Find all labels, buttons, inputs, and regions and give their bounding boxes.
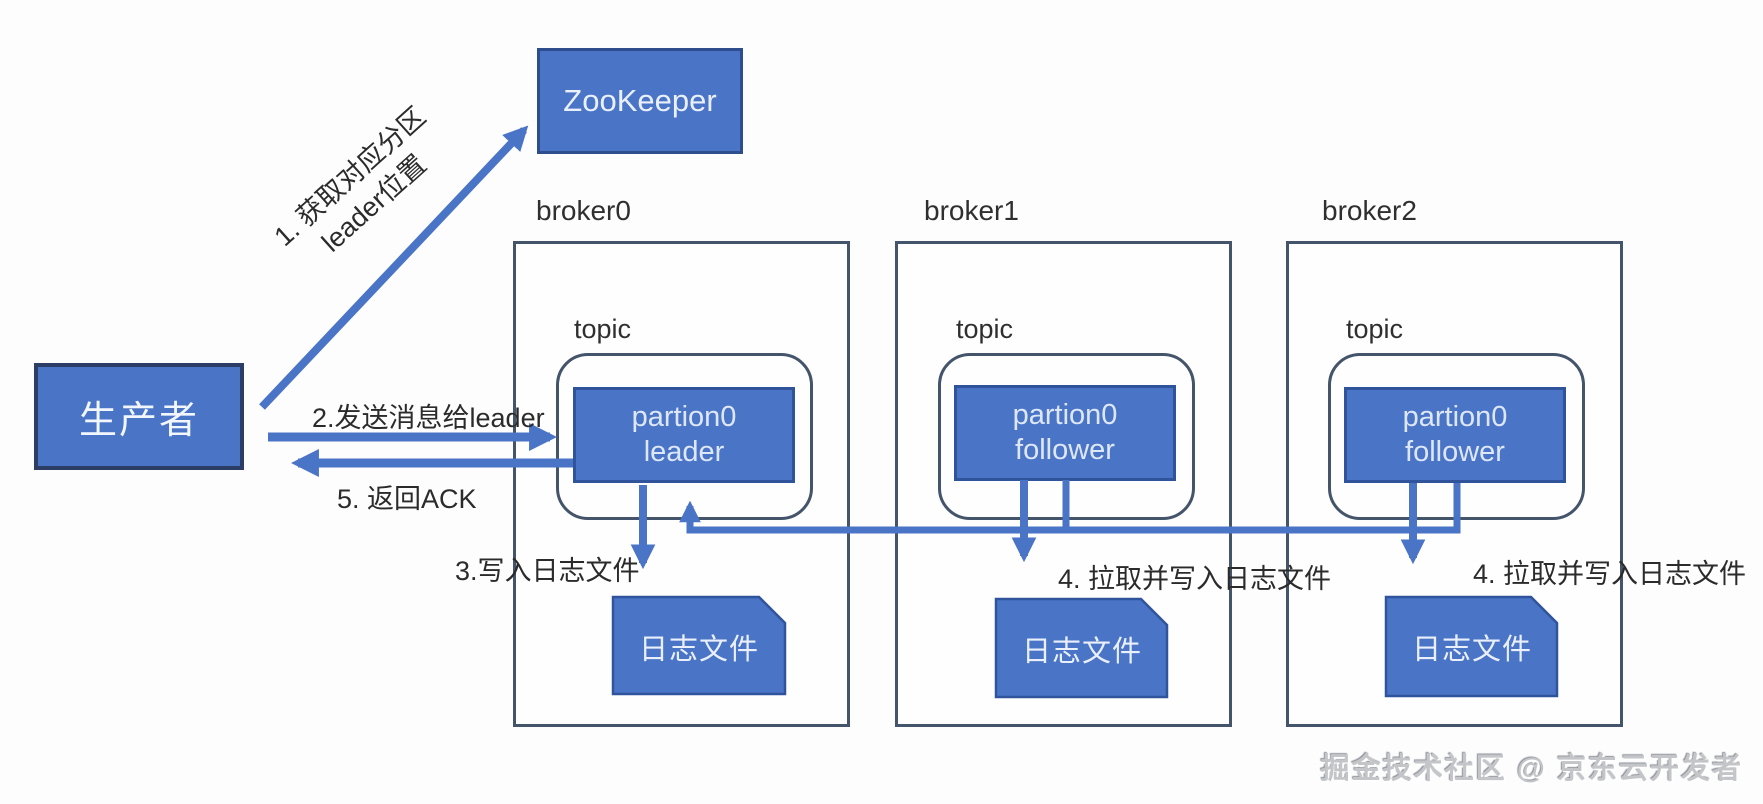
partition-line2: follower bbox=[1015, 434, 1115, 466]
step3-annotation: 3.写入日志文件 bbox=[455, 556, 640, 586]
partition-line1: partion0 bbox=[1402, 401, 1508, 434]
step1-annotation: 1. 获取对应分区 leader位置 bbox=[226, 63, 497, 317]
watermark: 掘金技术社区 @ 京东云开发者 bbox=[1320, 753, 1743, 785]
broker0-partition-leader-node: partion0 leader bbox=[573, 387, 795, 483]
step1-line2: leader位置 bbox=[316, 149, 433, 258]
broker1-topic-label: topic bbox=[956, 314, 1014, 344]
partition-line2: leader bbox=[643, 436, 725, 468]
zookeeper-node: ZooKeeper bbox=[537, 48, 743, 154]
partition-line1: partion0 bbox=[1012, 399, 1118, 432]
zookeeper-label: ZooKeeper bbox=[563, 83, 717, 118]
broker1-logfile-label: 日志文件 bbox=[1021, 635, 1142, 668]
step4-broker2-annotation: 4. 拉取并写入日志文件 bbox=[1473, 559, 1747, 589]
broker0-logfile-label: 日志文件 bbox=[638, 633, 759, 666]
broker1-label: broker1 bbox=[924, 195, 1019, 226]
broker2-logfile-label: 日志文件 bbox=[1411, 633, 1532, 666]
producer-label: 生产者 bbox=[78, 400, 199, 442]
broker2-label: broker2 bbox=[1322, 195, 1417, 226]
broker0-topic-label: topic bbox=[574, 314, 632, 344]
broker2-partition-follower-node: partion0 follower bbox=[1344, 387, 1566, 483]
step4-broker1-annotation: 4. 拉取并写入日志文件 bbox=[1058, 564, 1332, 594]
partition-line2: follower bbox=[1405, 436, 1505, 468]
partition-line1: partion0 bbox=[631, 401, 737, 434]
step5-annotation: 5. 返回ACK bbox=[337, 484, 477, 514]
producer-node: 生产者 bbox=[34, 363, 244, 470]
broker1-partition-follower-node: partion0 follower bbox=[954, 385, 1176, 481]
step2-annotation: 2.发送消息给leader bbox=[312, 403, 545, 433]
step1-line1: 1. 获取对应分区 bbox=[268, 101, 432, 253]
broker2-topic-label: topic bbox=[1346, 314, 1404, 344]
broker0-label: broker0 bbox=[536, 195, 631, 226]
